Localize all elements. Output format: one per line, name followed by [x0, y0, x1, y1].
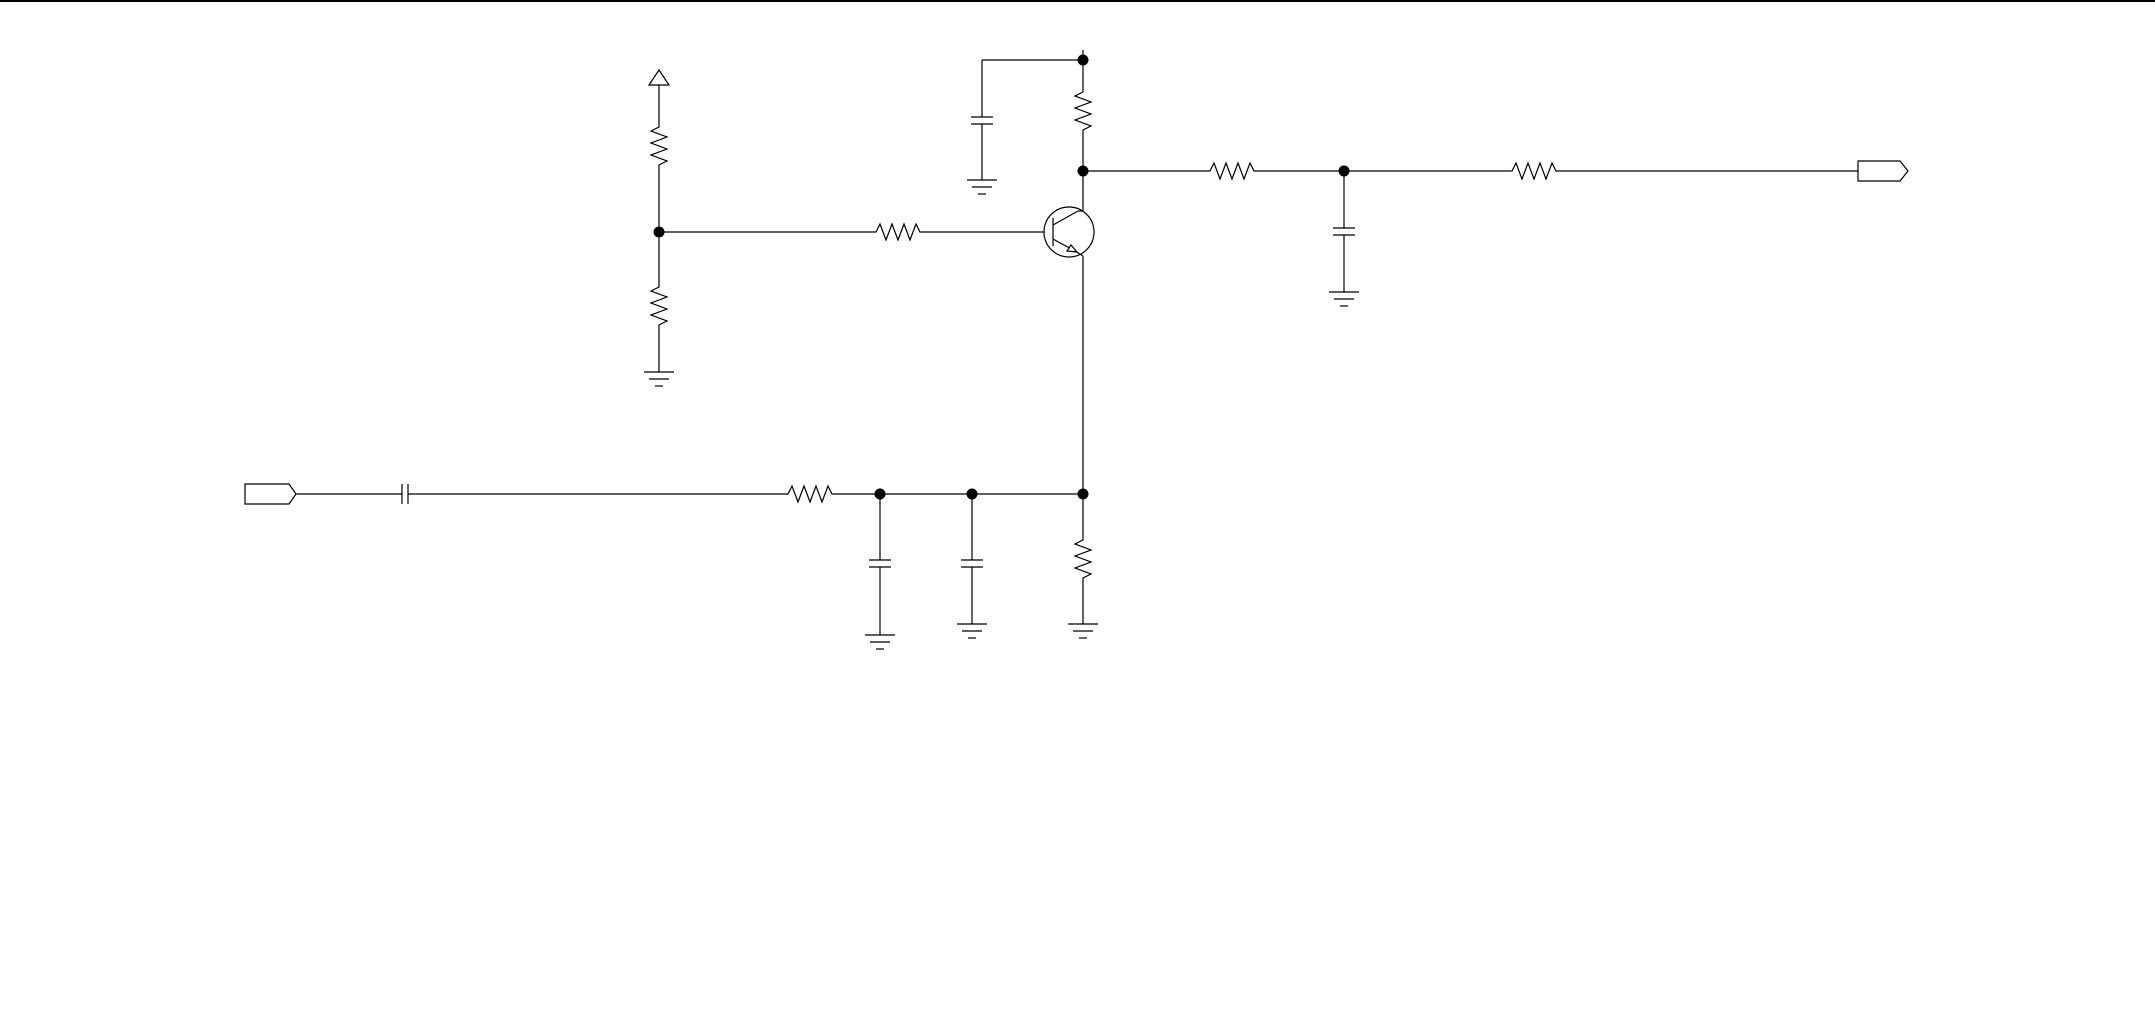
- bias-resistor-top: [651, 85, 667, 232]
- ground-symbol: [957, 624, 987, 638]
- output-resistor-2: [1508, 163, 1570, 179]
- emitter-resistor: [1075, 494, 1091, 624]
- ground-symbol: [1068, 624, 1098, 638]
- shunt-capacitor-2: [961, 494, 983, 624]
- base-resistor: [860, 224, 940, 240]
- transistor: [1044, 207, 1094, 257]
- filter-capacitor: [1333, 171, 1355, 292]
- ground-symbol: [865, 635, 895, 649]
- shunt-capacitor-1: [869, 494, 891, 635]
- output-resistor-1: [1205, 163, 1270, 179]
- output-port: [1858, 161, 1908, 181]
- input-port: [245, 484, 296, 504]
- collector-resistor: [1075, 92, 1091, 171]
- bias-resistor-bottom: [651, 232, 667, 372]
- vcc-supply: [649, 70, 669, 85]
- ground-symbol: [1329, 292, 1359, 306]
- input-resistor: [775, 486, 848, 502]
- decoupling-capacitor: [971, 60, 1083, 180]
- ground-symbol: [967, 180, 997, 194]
- ground-symbol: [644, 372, 674, 386]
- coupling-capacitor: [368, 484, 446, 504]
